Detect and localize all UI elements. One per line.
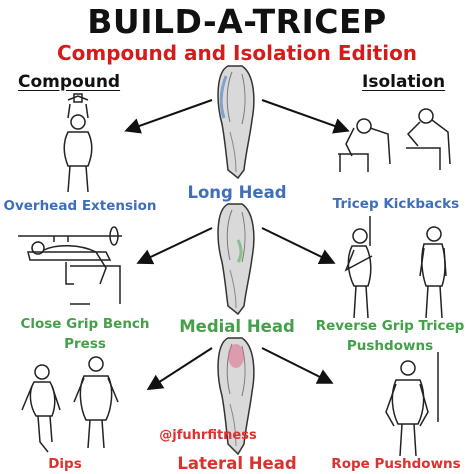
overhead-extension-label-line: Overhead Extension: [3, 198, 157, 214]
rope-pushdowns-label: Rope Pushdowns: [318, 454, 474, 474]
page-title: BUILD-A-TRICEP: [87, 2, 387, 41]
long-head-label: Long Head: [187, 183, 287, 202]
reverse-grip-pushdowns-label-line-1: Reverse Grip Tricep: [315, 318, 465, 334]
arrow-long-to-isolation: [261, 99, 350, 134]
author-handle: @jfuhrfitness: [159, 428, 257, 443]
reverse-grip-pushdowns-label-line-2: Pushdowns: [346, 338, 434, 354]
arrow-lateral-to-compound: [146, 347, 213, 391]
tricep-kickbacks-label-line: Tricep Kickbacks: [332, 196, 460, 212]
medial-head-label: Medial Head: [179, 317, 295, 336]
arrow-medial-to-compound: [136, 227, 213, 265]
close-grip-bench-press-label-line-2: Press: [64, 336, 106, 352]
reverse-grip-pushdowns-illustration: [344, 216, 447, 319]
medial-head-arm-illustration: [217, 203, 255, 316]
close-grip-bench-press-label: Close Grip Bench Press: [0, 314, 170, 354]
reverse-grip-pushdowns-label: Reverse Grip Tricep Pushdowns: [306, 316, 474, 356]
compound-column-heading: Compound: [18, 72, 121, 92]
close-grip-bench-press-label-line-1: Close Grip Bench: [20, 316, 150, 332]
close-grip-bench-press-illustration: [18, 226, 122, 305]
dips-label: Dips: [0, 454, 130, 474]
tricep-kickbacks-label: Tricep Kickbacks: [318, 194, 474, 214]
isolation-column-heading: Isolation: [362, 72, 446, 92]
arrow-long-to-compound: [124, 99, 213, 134]
long-head-arm-illustration: [217, 65, 255, 180]
lateral-head-label: Lateral Head: [177, 454, 297, 473]
page-subtitle: Compound and Isolation Edition: [56, 41, 418, 65]
rope-pushdowns-label-line: Rope Pushdowns: [331, 456, 461, 472]
overhead-extension-label: Overhead Extension: [0, 196, 160, 216]
dips-illustration: [21, 356, 119, 453]
tricep-kickbacks-illustration: [338, 108, 451, 172]
overhead-extension-illustration: [63, 93, 93, 193]
arrow-medial-to-isolation: [261, 227, 336, 264]
dips-label-line: Dips: [48, 456, 82, 472]
lateral-head-arm-illustration: [217, 337, 255, 456]
arrow-lateral-to-isolation: [261, 347, 334, 384]
rope-pushdowns-illustration: [385, 352, 439, 457]
